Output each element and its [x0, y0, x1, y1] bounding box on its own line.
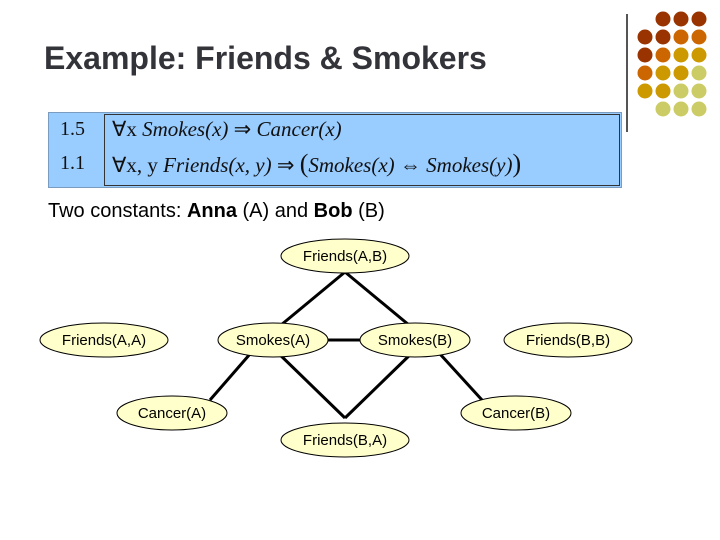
node-friends-bb	[503, 322, 633, 358]
node-label-cancer-a: Cancer(A)	[138, 405, 206, 422]
decorative-dot	[673, 65, 689, 81]
open-paren: (	[299, 149, 309, 178]
node-friends-ab	[280, 238, 410, 274]
divider-line	[626, 14, 628, 132]
decorative-dot	[637, 65, 653, 81]
decorative-dot	[637, 83, 653, 99]
edge-smokesb-friendsba	[343, 348, 417, 420]
formula-lhs: Smokes(x)	[142, 117, 229, 141]
decorative-dot	[673, 47, 689, 63]
decorative-dot	[655, 65, 671, 81]
formula-column	[104, 114, 620, 186]
quantifier: ∀x	[112, 117, 137, 141]
formula-weight-2: 1.1	[60, 152, 85, 174]
decorative-dot	[655, 83, 671, 99]
node-label-friends-bb: Friends(B,B)	[526, 332, 610, 349]
constant-abbr-2: (B)	[352, 200, 385, 222]
constants-prefix: Two constants:	[48, 200, 187, 222]
node-smokes-a	[217, 322, 329, 358]
edge-smokesb-cancerb	[438, 352, 484, 402]
node-cancer-b	[460, 395, 572, 431]
decorative-dot	[691, 29, 707, 45]
quantifier: ∀x, y	[112, 153, 158, 177]
edge-friendsab-smokesa	[274, 270, 346, 332]
node-friends-aa	[39, 322, 169, 358]
constant-name-1: Anna	[186, 200, 237, 222]
decorative-dot	[673, 101, 689, 117]
formula-rhs: Cancer(x)	[256, 117, 342, 141]
node-smokes-b	[359, 322, 471, 358]
close-paren: )	[512, 149, 522, 178]
node-label-smokes-b: Smokes(B)	[378, 332, 452, 349]
decorative-dot	[691, 65, 707, 81]
constant-name-2: Bob	[313, 200, 353, 222]
formula-lhs: Friends(x, y)	[163, 153, 272, 177]
decorative-dot	[691, 101, 707, 117]
node-label-friends-ba: Friends(B,A)	[303, 432, 387, 449]
decorative-dot	[673, 83, 689, 99]
decorative-dot	[691, 47, 707, 63]
constant-abbr-1: (A) and	[236, 200, 314, 222]
decorative-dot	[691, 83, 707, 99]
implies-symbol: ⇒	[233, 117, 252, 141]
node-friends-ba	[280, 422, 410, 458]
node-label-cancer-b: Cancer(B)	[482, 405, 550, 422]
decorative-dot	[637, 29, 653, 45]
decorative-dot	[655, 11, 671, 27]
formula-rhs-a: Smokes(x)	[308, 153, 395, 177]
node-label-smokes-a: Smokes(A)	[236, 332, 310, 349]
node-label-friends-ab: Friends(A,B)	[303, 248, 387, 265]
equivalence-symbol: ⇔	[399, 153, 421, 177]
decorative-dot	[673, 11, 689, 27]
decorative-dot	[655, 101, 671, 117]
formula-weight-1: 1.5	[60, 118, 85, 140]
decorative-dot-grid	[637, 11, 707, 117]
decorative-dot	[655, 47, 671, 63]
decorative-dot	[637, 47, 653, 63]
edge-friendsab-smokesb	[344, 270, 416, 332]
implies-symbol: ⇒	[276, 153, 295, 177]
slide-title: Example: Friends & Smokers	[44, 40, 487, 76]
edge-smokesa-friendsba	[273, 348, 347, 420]
decorative-dot	[673, 29, 689, 45]
edge-smokesa-cancera	[208, 353, 252, 401]
formula-rhs-b: Smokes(y)	[426, 153, 513, 177]
formula-2: ∀x, y Friends(x, y) ⇒ (Smokes(x) ⇔ Smoke…	[112, 149, 521, 179]
node-label-friends-aa: Friends(A,A)	[62, 332, 146, 349]
node-cancer-a	[116, 395, 228, 431]
formula-box	[48, 112, 622, 188]
formula-1: ∀x Smokes(x) ⇒ Cancer(x)	[112, 117, 342, 142]
constants-line: Two constants: Anna (A) and Bob (B)	[48, 200, 385, 223]
decorative-dot	[691, 11, 707, 27]
decorative-dot	[655, 29, 671, 45]
